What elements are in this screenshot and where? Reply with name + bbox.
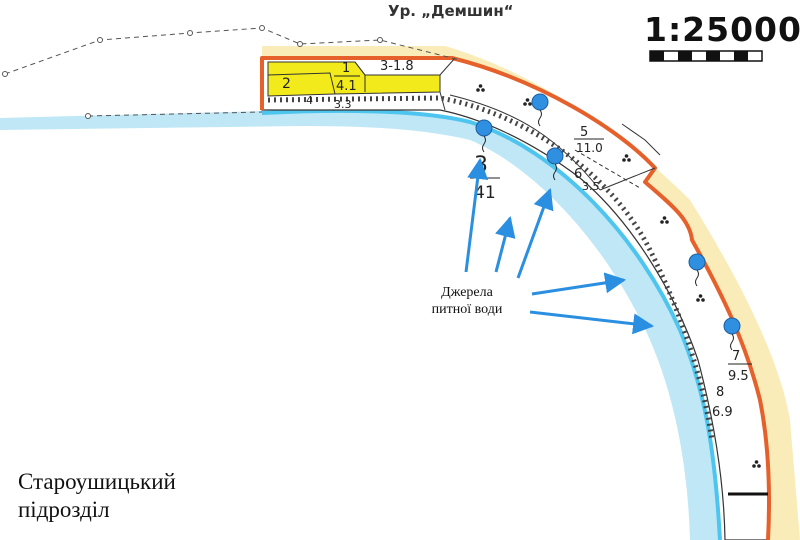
svg-text:41: 41 <box>474 183 496 203</box>
svg-text:11.0: 11.0 <box>576 141 603 155</box>
springs-label-line2: питної води <box>431 302 503 317</box>
hatched-band <box>267 95 715 441</box>
tree-symbol-icon <box>476 84 761 468</box>
springs-label: Джерела питної води <box>412 284 522 318</box>
river-bank-line <box>261 108 722 540</box>
division-line1: Староушицький <box>18 469 176 494</box>
svg-text:1: 1 <box>342 61 350 76</box>
outer-boundary <box>260 56 772 540</box>
svg-text:3: 3 <box>474 153 488 178</box>
svg-text:8: 8 <box>716 385 724 400</box>
svg-text:3.3: 3.3 <box>334 98 352 111</box>
pointer-arrows <box>464 157 655 335</box>
svg-text:7: 7 <box>732 349 740 364</box>
division-line2: підрозділ <box>18 497 110 522</box>
division-label: Староушицький підрозділ <box>18 468 176 524</box>
spring-marker-icon <box>475 93 741 335</box>
plot-boundaries <box>267 57 768 496</box>
svg-text:6: 6 <box>574 167 582 182</box>
svg-text:4.1: 4.1 <box>336 79 357 94</box>
tract-name: Ур. „Демшин“ <box>388 2 514 20</box>
dashed-river-line <box>87 111 263 117</box>
scale-label: 1:25000 <box>644 10 800 49</box>
scale-bar-icon <box>649 50 763 62</box>
svg-text:5: 5 <box>580 125 588 140</box>
svg-text:6.9: 6.9 <box>712 405 733 420</box>
svg-text:3-1.8: 3-1.8 <box>380 59 414 74</box>
svg-text:3.5: 3.5 <box>582 180 600 193</box>
svg-text:4: 4 <box>306 94 313 107</box>
svg-text:9.5: 9.5 <box>728 369 749 384</box>
svg-text:2: 2 <box>282 76 291 92</box>
springs-label-line1: Джерела <box>441 285 493 300</box>
